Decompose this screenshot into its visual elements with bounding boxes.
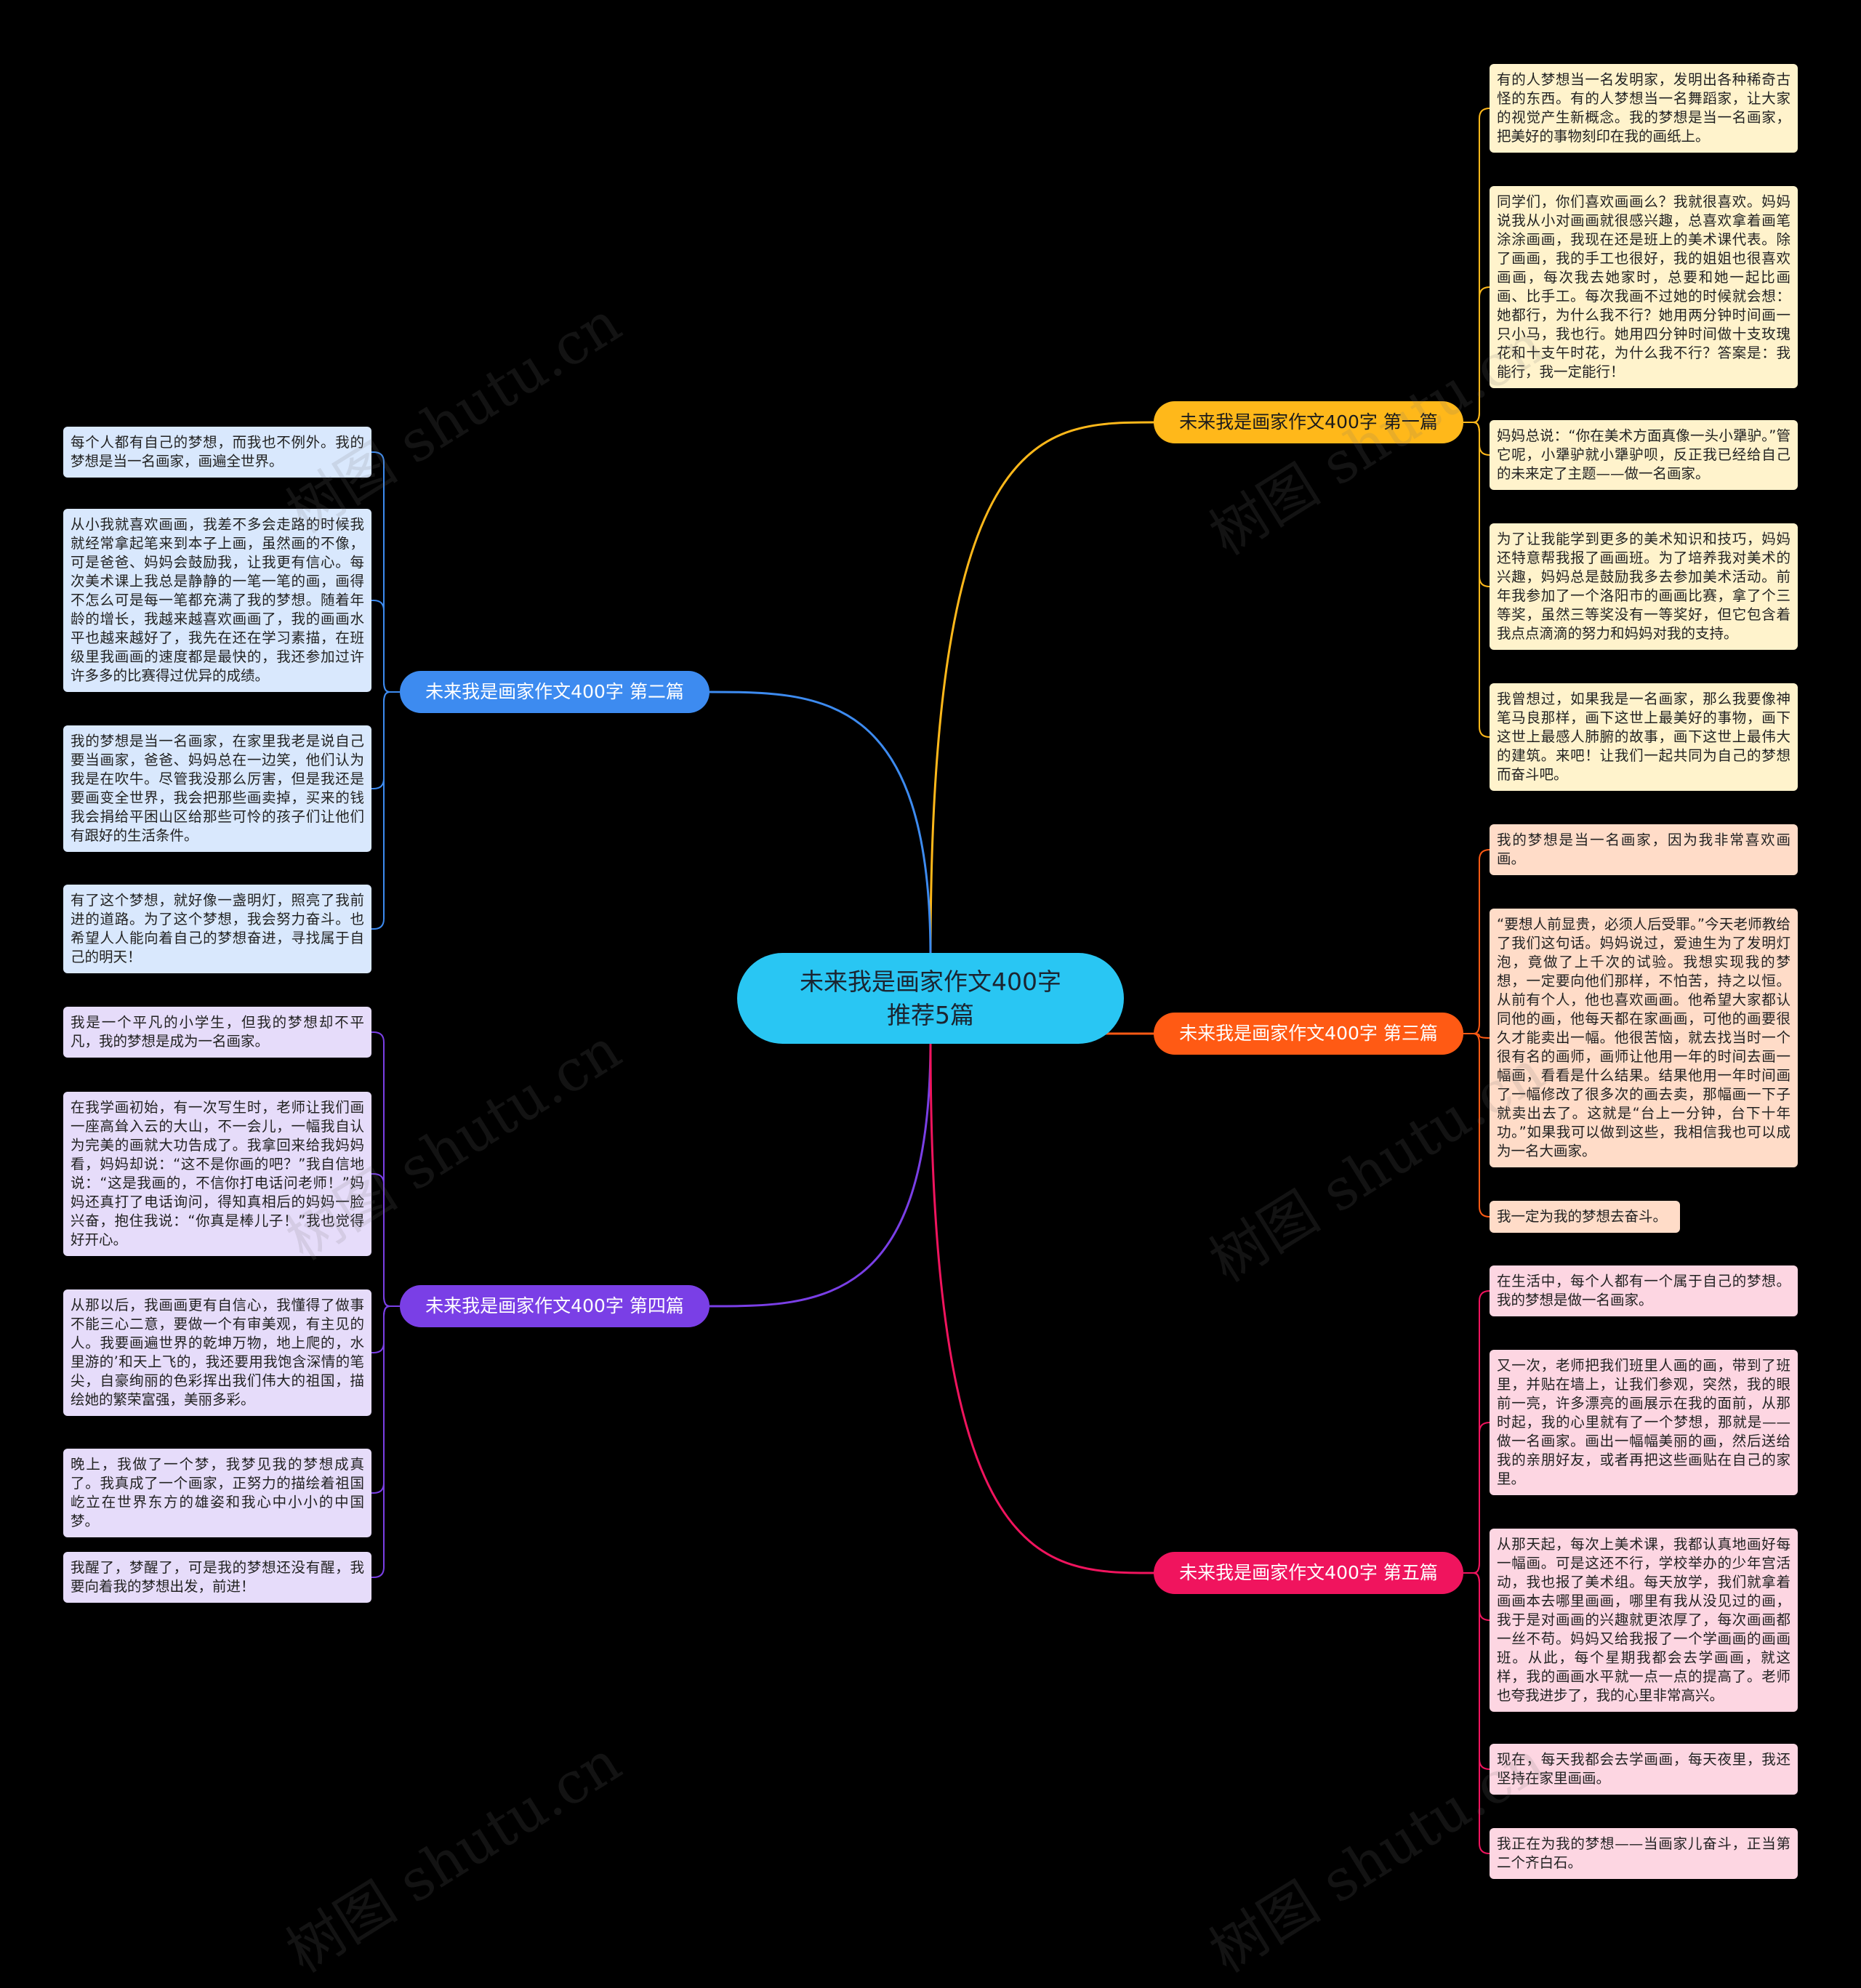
leaf-3-1: 我的梦想是当一名画家，因为我非常喜欢画画。: [1490, 824, 1798, 875]
leaf-5-2: 又一次，老师把我们班里人画的画，带到了班里，并贴在墙上，让我们参观，突然，我的眼…: [1490, 1350, 1798, 1495]
leaf-connector-2-1: [371, 451, 400, 693]
leaf-3-2: “要想人前显贵，必须人后受罪。”今天老师教给了我们这句话。妈妈说过，爱迪生为了发…: [1490, 909, 1798, 1167]
branch-topic-5[interactable]: 未来我是画家作文400字 第五篇: [1154, 1552, 1463, 1594]
leaf-2-1: 每个人都有自己的梦想，而我也不例外。我的梦想是当一名画家，画遍全世界。: [63, 427, 371, 478]
leaf-connector-4-1: [371, 1031, 400, 1307]
leaf-connector-2-3: [371, 691, 400, 789]
leaf-connector-5-1: [1463, 1290, 1490, 1574]
leaf-4-2: 在我学画初始，有一次写生时，老师让我们画一座高耸入云的大山，不一会儿，一幅我自认…: [63, 1092, 371, 1256]
leaf-2-4: 有了这个梦想，就好像一盏明灯，照亮了我前进的道路。为了这个梦想，我会努力奋斗。也…: [63, 885, 371, 973]
leaf-4-3: 从那以后，我画画更有自信心，我懂得了做事不能三心二意，要做一个有审美观，有主见的…: [63, 1289, 371, 1416]
branch-topic-1[interactable]: 未来我是画家作文400字 第一篇: [1154, 401, 1463, 443]
leaf-connector-2-2: [371, 600, 400, 693]
branch-connector-5: [929, 1040, 1154, 1574]
leaf-connector-4-4: [371, 1305, 400, 1494]
branch-connector-1: [929, 421, 1154, 957]
leaf-4-5: 我醒了，梦醒了，可是我的梦想还没有醒，我要向着我的梦想出发，前进！: [63, 1552, 371, 1603]
leaf-connector-4-3: [371, 1305, 400, 1353]
leaf-2-3: 我的梦想是当一名画家，在家里我老是说自己要当画家，爸爸、妈妈总在一边笑，他们认为…: [63, 725, 371, 852]
leaf-5-4: 现在，每天我都会去学画画，每天夜里，我还坚持在家里画画。: [1490, 1744, 1798, 1795]
leaf-5-5: 我正在为我的梦想——当画家儿奋斗，正当第二个齐白石。: [1490, 1828, 1798, 1879]
leaf-connector-1-2: [1463, 286, 1490, 423]
leaf-3-3: 我一定为我的梦想去奋斗。: [1490, 1201, 1680, 1233]
leaf-connector-5-2: [1463, 1422, 1490, 1574]
leaf-connector-1-3: [1463, 422, 1490, 456]
leaf-5-3: 从那天起，每次上美术课，我都认真地画好每一幅画。可是这还不行，学校举办的少年宫活…: [1490, 1529, 1798, 1712]
branch-connector-2: [709, 691, 932, 957]
root-title-line-1: 未来我是画家作文400字: [800, 967, 1061, 996]
leaf-connector-4-5: [371, 1305, 400, 1578]
branch-topic-3[interactable]: 未来我是画家作文400字 第三篇: [1154, 1013, 1463, 1055]
leaf-1-2: 同学们，你们喜欢画画么？我就很喜欢。妈妈说我从小对画画就很感兴趣，总喜欢拿着画笔…: [1490, 186, 1798, 388]
leaf-connector-3-3: [1463, 1033, 1490, 1218]
leaf-connector-1-1: [1463, 108, 1490, 423]
leaf-connector-5-3: [1463, 1572, 1490, 1621]
branch-topic-2[interactable]: 未来我是画家作文400字 第二篇: [400, 671, 710, 713]
leaf-5-1: 在生活中，每个人都有一个属于自己的梦想。我的梦想是做一名画家。: [1490, 1265, 1798, 1316]
branch-connector-4: [709, 1040, 932, 1308]
leaf-connector-4-2: [371, 1173, 400, 1307]
branch-topic-4[interactable]: 未来我是画家作文400字 第四篇: [400, 1285, 710, 1327]
leaf-connector-3-1: [1463, 849, 1490, 1034]
leaf-connector-5-4: [1463, 1572, 1490, 1770]
leaf-4-1: 我是一个平凡的小学生，但我的梦想却不平凡，我的梦想是成为一名画家。: [63, 1007, 371, 1058]
root-title-line-2: 推荐5篇: [887, 1000, 974, 1029]
leaf-connector-1-4: [1463, 422, 1490, 587]
leaf-1-5: 我曾想过，如果我是一名画家，那么我要像神笔马良那样，画下这世上最美好的事物，画下…: [1490, 683, 1798, 791]
leaf-1-4: 为了让我能学到更多的美术知识和技巧，妈妈还特意帮我报了画画班。为了培养我对美术的…: [1490, 523, 1798, 650]
leaf-4-4: 晚上，我做了一个梦，我梦见我的梦想成真了。我真成了一个画家，正努力的描绘着祖国屹…: [63, 1449, 371, 1537]
root-topic[interactable]: 未来我是画家作文400字 推荐5篇: [737, 953, 1124, 1044]
leaf-2-2: 从小我就喜欢画画，我差不多会走路的时候我就经常拿起笔来到本子上画，虽然画的不像，…: [63, 509, 371, 692]
leaf-1-1: 有的人梦想当一名发明家，发明出各种稀奇古怪的东西。有的人梦想当一名舞蹈家，让大家…: [1490, 64, 1798, 153]
leaf-connector-5-5: [1463, 1572, 1490, 1854]
leaf-connector-1-5: [1463, 422, 1490, 738]
leaf-connector-2-4: [371, 691, 400, 930]
leaf-1-3: 妈妈总说：“你在美术方面真像一头小犟驴。”管它呢，小犟驴就小犟驴呗，反正我已经给…: [1490, 420, 1798, 490]
